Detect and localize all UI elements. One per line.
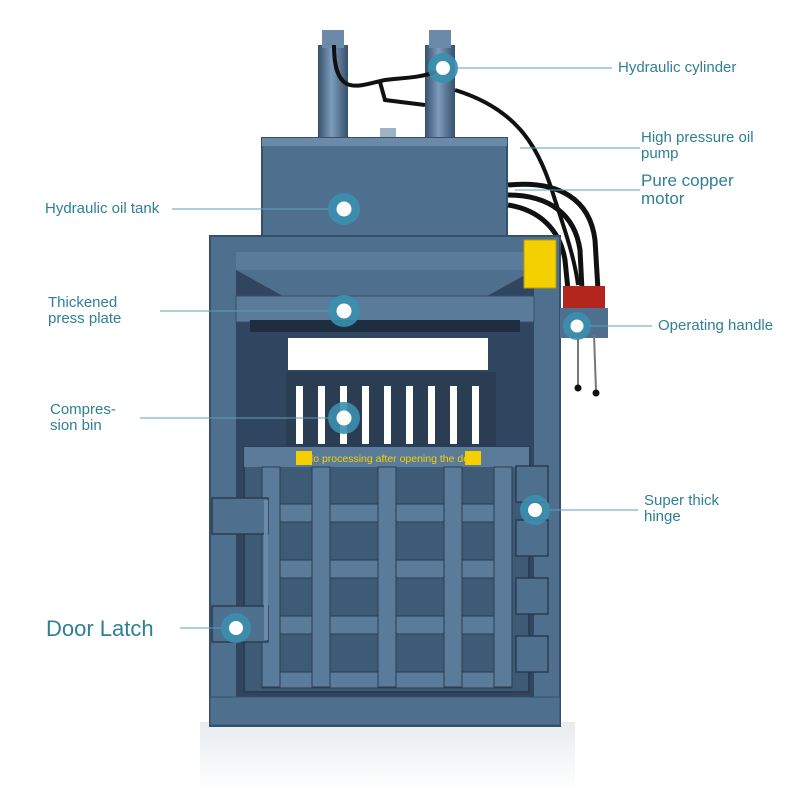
warning-sticker — [523, 239, 557, 289]
motor-hoses — [507, 181, 601, 291]
label-pure-copper-motor: Pure copper motor — [641, 171, 734, 208]
callout-lines — [140, 67, 652, 629]
warning-strip-text: No processing after opening the door — [306, 453, 479, 465]
marker-door-latch — [221, 613, 251, 643]
callout-markers — [221, 53, 591, 643]
label-thickened-press-plate: Thickened press plate — [48, 294, 122, 327]
label-door-latch: Door Latch — [46, 616, 154, 641]
marker-operating-handle — [563, 312, 591, 340]
label-compression-bin: Compres- sion bin — [50, 401, 116, 434]
label-operating-handle: Operating handle — [658, 317, 774, 334]
marker-oil-tank — [328, 193, 360, 225]
marker-compression-bin — [328, 402, 360, 434]
marker-hydraulic-cylinder — [428, 53, 458, 83]
label-hydraulic-cylinder: Hydraulic cylinder — [618, 59, 737, 76]
label-hydraulic-oil-tank: Hydraulic oil tank — [45, 200, 160, 217]
marker-hinge — [520, 495, 550, 525]
marker-press-plate — [328, 295, 360, 327]
operating-handles — [560, 286, 608, 397]
baler-door — [243, 446, 530, 693]
label-super-thick-hinge: Super thick hinge — [644, 492, 720, 525]
door-latches — [211, 497, 269, 643]
label-high-pressure-oil-pump: High pressure oil pump — [641, 129, 754, 162]
hydraulic-oil-tank — [261, 137, 508, 239]
floor-reflection — [200, 722, 575, 792]
